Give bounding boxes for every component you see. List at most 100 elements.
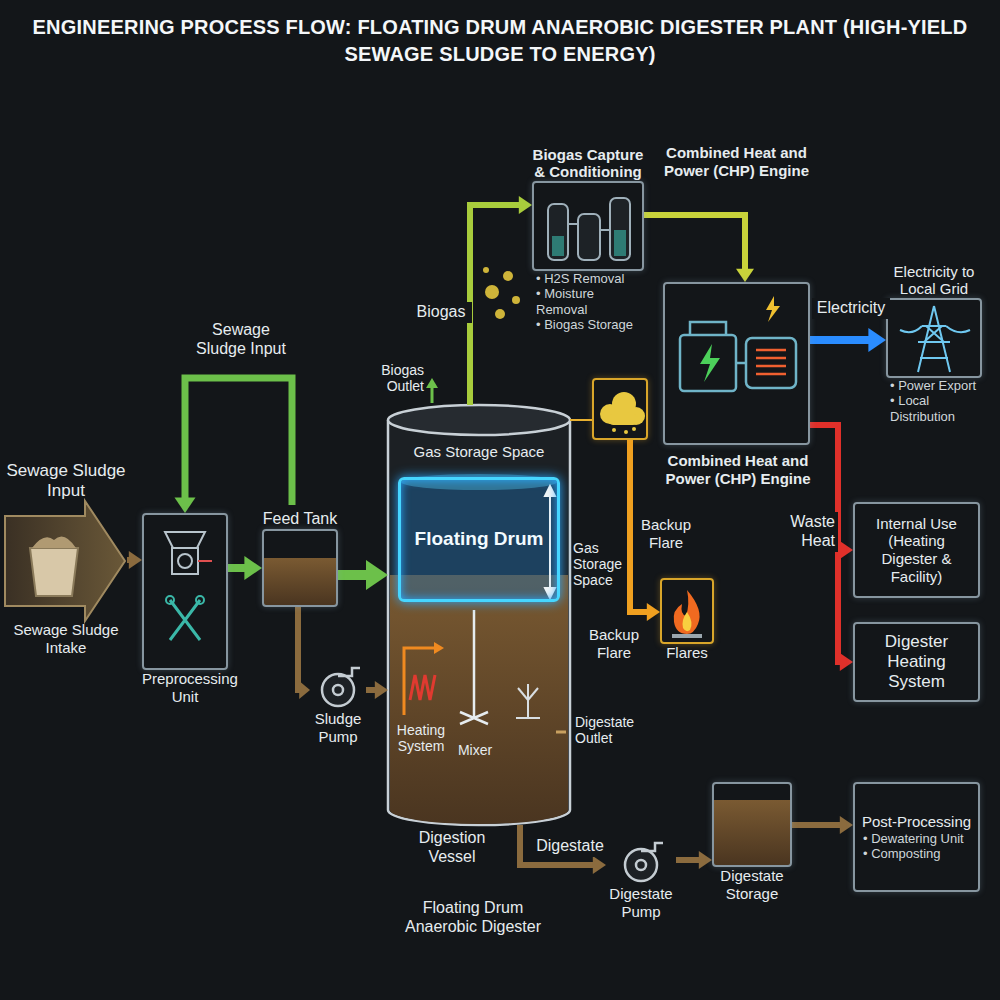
edge-label: Digestate	[530, 836, 610, 857]
node-text: Sludge Pump	[310, 710, 366, 745]
arrow-head	[375, 681, 388, 699]
digestate-storage-fill	[714, 800, 790, 865]
node-text: Internal Use (Heating Digester & Facilit…	[859, 515, 974, 586]
outlet-arrows	[431, 386, 434, 403]
arrow-head	[366, 560, 388, 590]
intake-arrow-box-outline	[5, 501, 127, 621]
connector-line	[792, 822, 841, 828]
process-box: Internal Use (Heating Digester & Facilit…	[853, 502, 980, 598]
pump-node-outline	[606, 845, 676, 885]
node-text: • Moisture Removal	[536, 286, 644, 317]
node-text: • Biogas Storage	[536, 317, 644, 332]
process-box-outline	[532, 181, 644, 271]
node-text: Combined Heat and Power (CHP) Engine	[663, 452, 813, 487]
node-text: Gas Storage Space	[388, 443, 570, 461]
mixer-symbol	[473, 610, 476, 718]
flare-cloud-icon	[600, 392, 645, 434]
storage-box-outline	[712, 782, 792, 867]
diagram-title: ENGINEERING PROCESS FLOW: FLOATING DRUM …	[20, 14, 980, 68]
arrow-head	[593, 856, 606, 874]
flare-flame-icon	[672, 590, 702, 638]
floating-drum-outline: Floating Drum	[398, 477, 560, 602]
intake-arrow	[30, 548, 78, 596]
arrow-head	[175, 498, 196, 513]
pump-symbol	[338, 668, 360, 676]
gas-space-dimension	[545, 486, 555, 496]
part-label: Biogas Outlet	[350, 362, 424, 394]
node-text: Biogas Capture & Conditioning	[532, 146, 644, 181]
process-box: Digester Heating System	[853, 622, 980, 702]
connector-line	[298, 607, 300, 690]
chp-engine-icon	[680, 296, 796, 391]
process-box-outline: Digester Heating System	[853, 622, 980, 702]
heating-system-symbol	[410, 675, 435, 700]
node-text: Digester Heating System	[859, 632, 974, 692]
engine-box-outline	[663, 282, 810, 445]
connector-line	[676, 857, 700, 863]
arrow-head	[868, 328, 886, 352]
chp-engine-icon	[680, 335, 736, 391]
process-box: Biogas Capture & Conditioning • H2S Remov…	[532, 131, 644, 332]
node-text: Sewage Sludge Intake	[5, 621, 127, 656]
preprocessing-icon	[165, 532, 212, 640]
pump-symbol	[625, 849, 657, 881]
flare-box-outline	[660, 578, 714, 644]
connector-line	[470, 205, 520, 405]
pump-node-outline	[310, 666, 366, 710]
arrow-head	[519, 196, 532, 214]
power-pylon-icon	[918, 306, 950, 372]
chp-engine-icon	[746, 338, 796, 388]
flow-connector	[127, 551, 142, 569]
pump-symbol	[641, 843, 663, 851]
feed-tank-fill	[264, 558, 336, 605]
flare-flame-icon	[674, 590, 700, 634]
gas-space-dimension	[545, 486, 555, 598]
connector-line	[366, 687, 376, 693]
conditioning-tanks	[548, 204, 568, 260]
part-label: Heating System	[390, 722, 452, 754]
preprocessing-icon	[178, 554, 192, 568]
edge-label: Sewage Sludge Input	[188, 320, 294, 360]
node-heading-area: Feed Tank	[262, 505, 338, 529]
diffuser-symbol	[528, 688, 538, 700]
pump-node: Sludge Pump	[310, 666, 366, 745]
flare-cloud-icon	[612, 428, 616, 432]
diffuser-symbol	[527, 700, 529, 718]
flare-cloud-icon	[632, 427, 636, 431]
diffuser-symbol	[516, 684, 540, 718]
connector-line	[644, 215, 745, 270]
preprocessing-icon	[198, 560, 212, 562]
process-box-outline	[142, 513, 228, 670]
biogas-bubbles	[495, 309, 505, 319]
flare-cloud-icon	[608, 414, 638, 425]
flare-box-outline	[592, 378, 648, 440]
preprocessing-icon	[165, 532, 205, 548]
flow-connector	[298, 607, 310, 699]
node-heading-area: Sewage Sludge Input	[5, 455, 127, 501]
flare-flame-icon	[683, 612, 692, 631]
grid-box-outline	[886, 298, 982, 378]
digestate-storage-fill	[714, 800, 790, 865]
grid-box: Electricity to Local Grid• Power Export•…	[886, 256, 982, 424]
node-text: Backup Flare	[638, 516, 694, 551]
conditioning-tanks	[568, 224, 610, 230]
heating-system-symbol	[434, 642, 444, 654]
flare-flame-icon	[672, 634, 702, 638]
arrow-head	[299, 681, 310, 699]
node-text: Post-Processing	[862, 813, 971, 831]
engine-box: Combined Heat and Power (CHP) EngineComb…	[663, 282, 810, 445]
node-text: • Dewatering Unit	[863, 831, 964, 846]
tank-box-outline	[262, 529, 338, 607]
heating-system-symbol	[404, 642, 444, 715]
flow-connector	[338, 560, 388, 590]
flow-connector	[644, 215, 754, 282]
digester-vessel: Gas Storage SpaceDigestion VesselFloatin…	[388, 405, 570, 825]
power-pylon-icon	[900, 326, 970, 332]
mixer-symbol	[460, 610, 488, 724]
arrow-head	[129, 551, 142, 569]
part-label: Gas Storage Space	[573, 540, 623, 588]
chp-engine-icon	[736, 362, 746, 365]
node-text: • H2S Removal	[536, 271, 644, 286]
